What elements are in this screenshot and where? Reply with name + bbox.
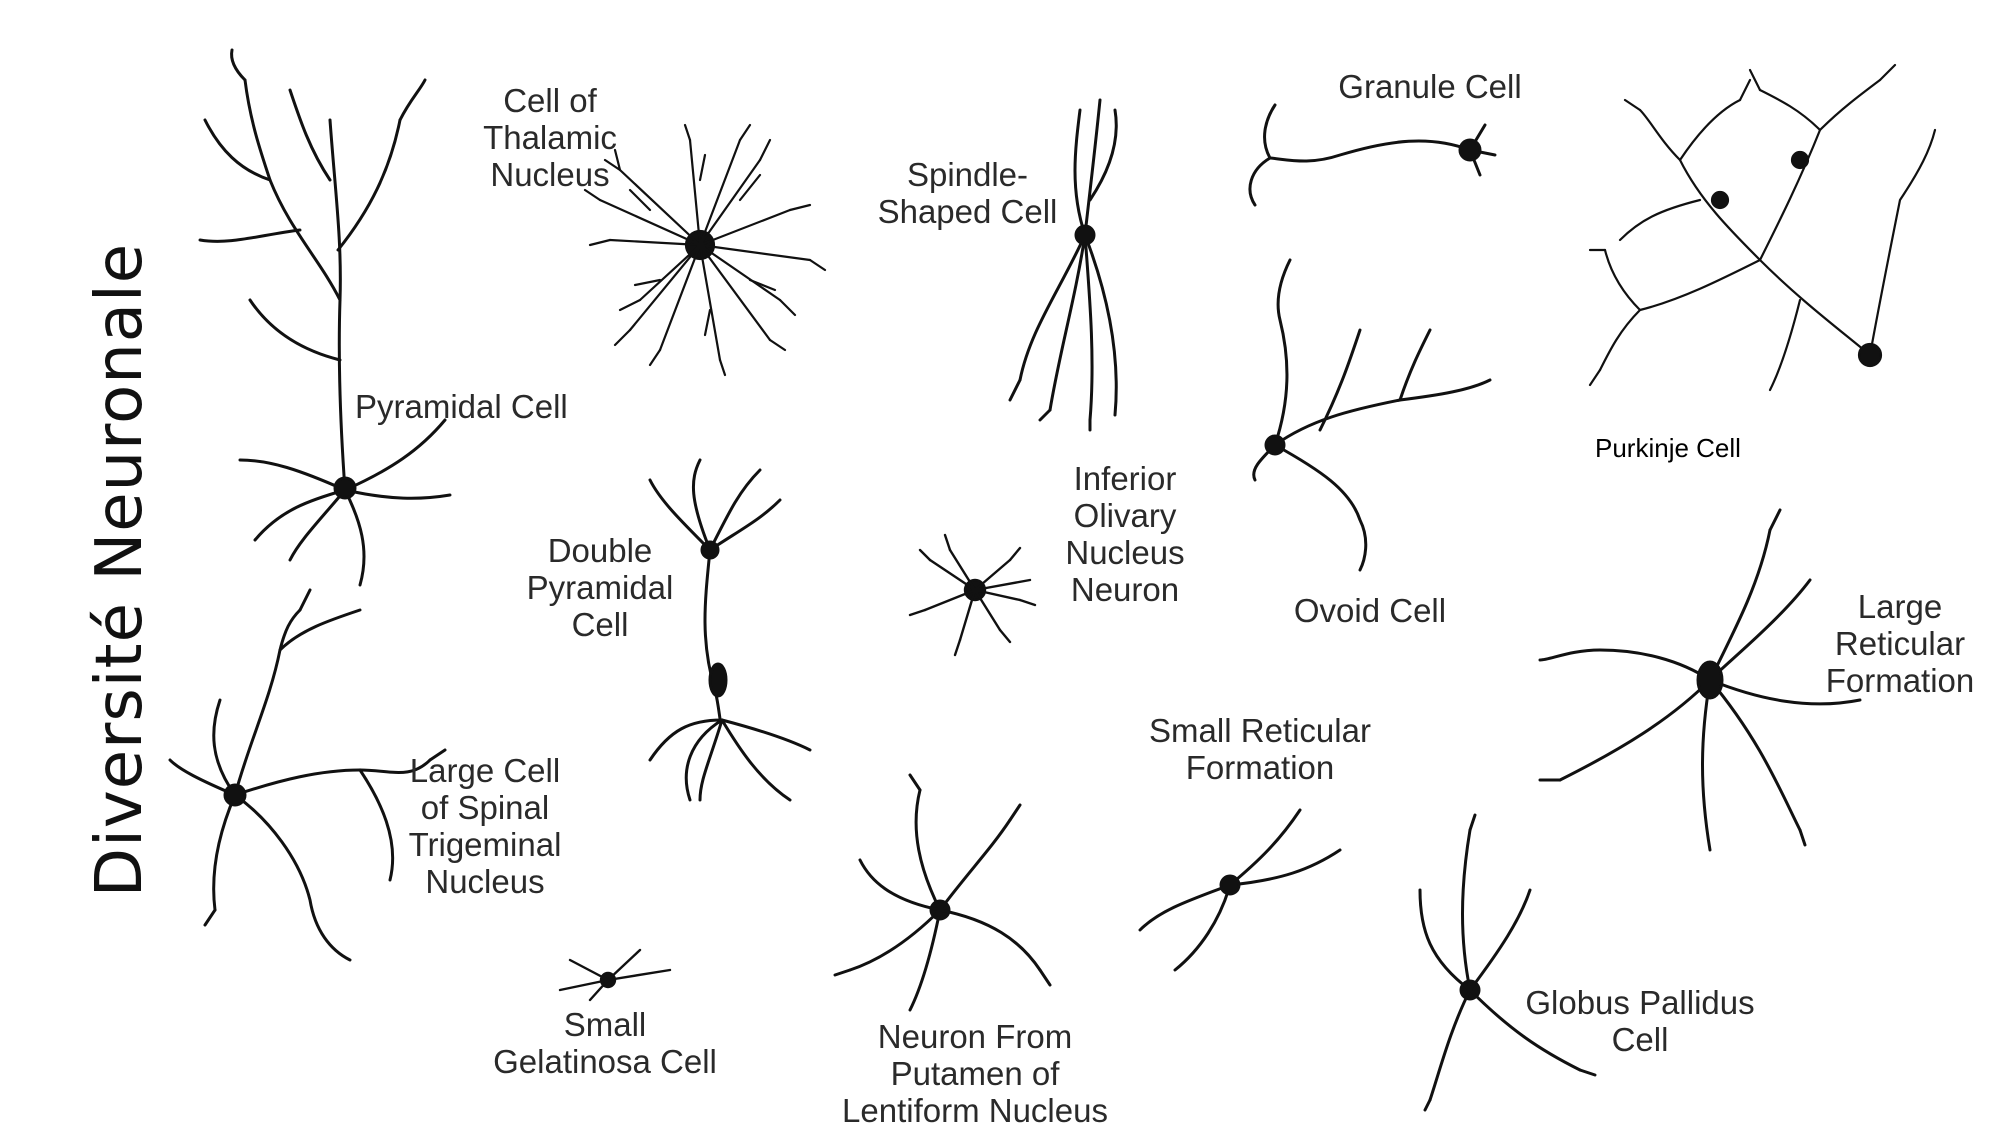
label-putamen: Neuron From Putamen of Lentiform Nucleus [842, 1018, 1108, 1129]
label-inferior-olivary: Inferior Olivary Nucleus Neuron [1065, 460, 1185, 608]
label-pyramidal: Pyramidal Cell [355, 388, 568, 425]
label-spindle: Spindle- Shaped Cell [877, 156, 1058, 230]
spinal-trigeminal-drawing [168, 588, 447, 962]
label-ovoid: Ovoid Cell [1293, 592, 1447, 629]
large-reticular-drawing [1538, 508, 1862, 852]
inferior-olivary-drawing [908, 533, 1037, 657]
double-pyramidal-drawing [648, 458, 812, 802]
thalamic-cell-drawing [583, 123, 827, 377]
spindle-cell-drawing [1008, 98, 1118, 432]
label-purkinje: Purkinje Cell [1595, 433, 1741, 463]
purkinje-cell-drawing [1588, 63, 1937, 392]
pyramidal-cell-drawing [198, 48, 452, 587]
small-gelatinosa-drawing [558, 948, 672, 1002]
label-thalamic: Cell of Thalamic Nucleus [483, 82, 617, 193]
label-double-pyramidal: Double Pyramidal Cell [526, 532, 674, 643]
label-small-reticular: Small Reticular Formation [1149, 712, 1371, 786]
small-reticular-drawing [1138, 808, 1342, 972]
label-globus-pallidus: Globus Pallidus Cell [1525, 984, 1755, 1058]
globus-pallidus-drawing [1418, 813, 1597, 1112]
label-granule: Granule Cell [1338, 68, 1522, 105]
label-small-gelatinosa: Small Gelatinosa Cell [493, 1006, 717, 1080]
granule-cell-drawing [1248, 103, 1497, 207]
putamen-neuron-drawing [833, 773, 1052, 1012]
label-spinal-trigeminal: Large Cell of Spinal Trigeminal Nucleus [408, 752, 562, 900]
label-large-reticular: Large Reticular Formation [1825, 588, 1975, 699]
ovoid-cell-drawing [1252, 258, 1492, 572]
